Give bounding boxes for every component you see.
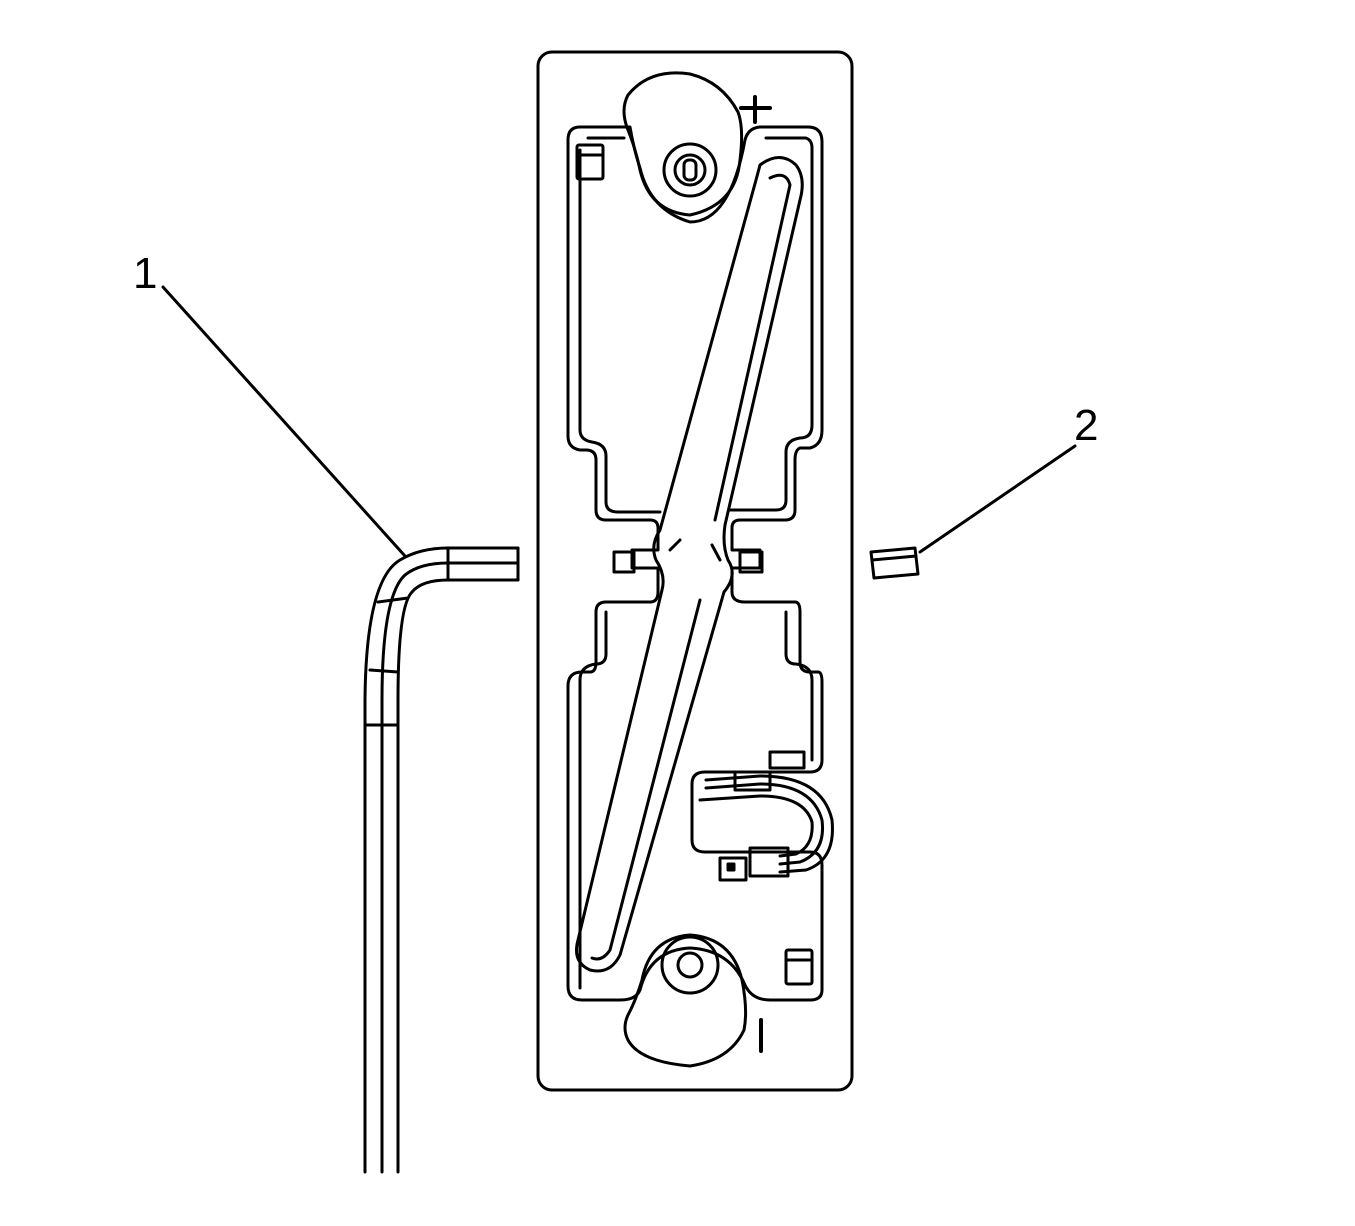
- drain-square-bottom: [784, 948, 814, 986]
- positive-stud-outer: [662, 142, 718, 198]
- leader-line-1: [161, 285, 407, 558]
- harness-clip-lower: [718, 856, 748, 882]
- callout-label-1: 1: [133, 249, 158, 298]
- harness-connector-bottom: [748, 846, 790, 878]
- center-clip-right: [738, 550, 764, 574]
- negative-terminal-boss: [623, 933, 748, 1068]
- hold-down-bar-inner-line: [590, 173, 792, 961]
- hex-key-rod: [363, 546, 520, 1174]
- positive-terminal-boss: [622, 71, 744, 217]
- positive-mark: [739, 95, 772, 124]
- leader-line-2: [918, 444, 1077, 554]
- callout-label-2: 2: [1074, 401, 1099, 450]
- center-clip-left: [612, 550, 636, 574]
- negative-stud-outer: [660, 935, 720, 995]
- positive-terminal-symbol: +: [739, 83, 773, 123]
- negative-stud-inner: [676, 951, 704, 979]
- harness-clip-upper: [733, 770, 772, 792]
- harness-connector-top: [768, 750, 806, 770]
- negative-terminal-symbol: I: [752, 1014, 764, 1054]
- harness-wire: [698, 774, 834, 874]
- tray-plate-outline: [536, 50, 854, 1092]
- hold-down-bar: [575, 156, 804, 973]
- positive-stud-pin: [682, 158, 698, 182]
- tray-recess-outline: [566, 125, 824, 1002]
- positive-stud-inner: [673, 153, 707, 187]
- plug-piece: [869, 546, 920, 580]
- tray-recess-inner-line: [578, 136, 814, 990]
- drain-square-top: [575, 143, 605, 181]
